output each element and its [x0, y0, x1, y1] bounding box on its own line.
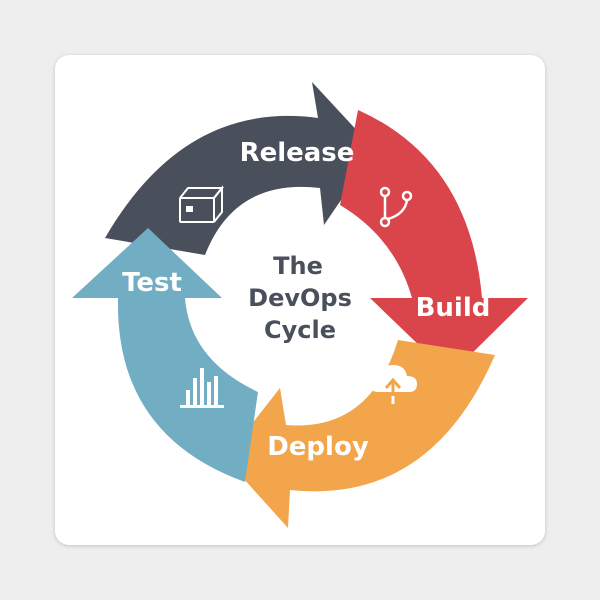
test-arrow-shape: [72, 228, 258, 482]
build-label: Build: [416, 293, 491, 323]
build-arrow-shape: [340, 110, 528, 375]
deploy-label: Deploy: [267, 432, 369, 462]
test-arrow: [72, 228, 258, 482]
test-label: Test: [122, 268, 182, 298]
release-label: Release: [240, 138, 355, 168]
center-title-line2: DevOps: [248, 284, 352, 312]
build-arrow: [340, 110, 528, 375]
center-title-line3: Cycle: [264, 316, 336, 344]
deploy-arrow-shape: [225, 340, 495, 528]
deploy-arrow: [225, 340, 495, 528]
release-arrow: [105, 82, 375, 255]
release-arrow-shape: [105, 82, 375, 255]
package-box-icon: [179, 185, 225, 223]
bar-chart-icon: [180, 368, 224, 408]
center-title-line1: The: [273, 252, 323, 280]
cloud-upload-icon: [370, 365, 417, 404]
git-branch-icon: [379, 186, 413, 228]
